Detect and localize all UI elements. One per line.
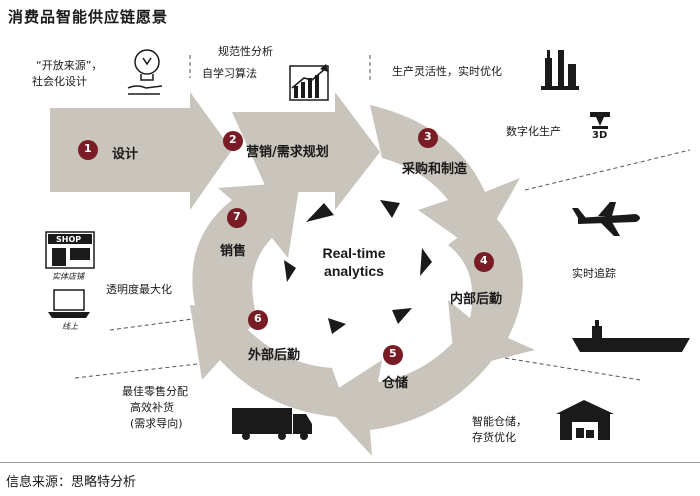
center-line-2: analytics xyxy=(324,263,384,279)
dashed-separators xyxy=(74,55,691,381)
badge-7-number: 7 xyxy=(233,210,241,223)
center-label: Real-time analytics xyxy=(290,244,418,280)
annotation-ml: 自学习算法 xyxy=(202,67,257,80)
annotation-digital: 数字化生产 xyxy=(506,125,561,138)
center-line-1: Real-time xyxy=(322,245,386,261)
ring-triangle xyxy=(392,308,412,324)
badge-3-number: 3 xyxy=(424,130,432,143)
warehouse-icon xyxy=(556,400,614,440)
ring-triangle xyxy=(306,203,334,222)
truck-icon xyxy=(232,408,312,440)
separator-left-lower xyxy=(74,361,216,379)
annotation-transparency: 透明度最大化 xyxy=(106,283,172,296)
badge-1-number: 1 xyxy=(84,142,92,155)
page-title: 消费品智能供应链愿景 xyxy=(8,8,169,26)
annotation-retail-3: (需求导向) xyxy=(130,417,183,430)
badge-4-number: 4 xyxy=(480,254,488,267)
badge-7 xyxy=(227,208,247,228)
badge-1 xyxy=(78,140,98,160)
step-3-label: 采购和制造 xyxy=(402,162,468,177)
badge-5-number: 5 xyxy=(389,347,397,360)
annotation-retail-2: 高效补货 xyxy=(130,401,174,414)
arrow-2 xyxy=(232,92,380,210)
annotation-normative: 规范性分析 xyxy=(218,45,273,58)
ring-triangle xyxy=(284,260,296,282)
lightbulb-hand-icon xyxy=(127,49,163,95)
online-caption: 线上 xyxy=(62,322,78,331)
arrow-4 xyxy=(448,212,535,370)
ring-triangle xyxy=(380,200,400,218)
annotation-retail-1: 最佳零售分配 xyxy=(122,385,188,398)
badge-2-number: 2 xyxy=(229,133,237,146)
3d-printer-icon xyxy=(590,112,610,129)
rising-chart-icon xyxy=(289,64,329,101)
ring-triangle xyxy=(328,318,346,334)
shop-icon xyxy=(45,231,95,269)
laptop-icon xyxy=(48,289,90,318)
step-7-label: 销售 xyxy=(220,244,247,259)
separator-left xyxy=(109,317,201,331)
airplane-icon xyxy=(572,202,640,236)
ring-triangle xyxy=(420,248,432,276)
inner-ring-triangles xyxy=(284,200,432,334)
step-5-label: 仓储 xyxy=(382,376,409,391)
step-2-label: 营销/需求规划 xyxy=(246,145,329,160)
step-1-label: 设计 xyxy=(112,147,139,162)
step-badges xyxy=(78,128,494,365)
badge-5 xyxy=(383,345,403,365)
annotation-warehouse-2: 存货优化 xyxy=(472,431,516,444)
badge-3 xyxy=(418,128,438,148)
step-4-label: 内部后勤 xyxy=(450,292,503,307)
factory-icon xyxy=(541,50,579,90)
shop-caption: 实体店铺 xyxy=(52,272,84,281)
footer-divider xyxy=(0,462,700,463)
cargo-ship-icon xyxy=(572,320,690,352)
arrow-6 xyxy=(190,305,350,418)
annotation-tracking: 实时追踪 xyxy=(572,267,616,280)
badge-6 xyxy=(248,310,268,330)
arrow-3 xyxy=(370,105,520,252)
printer-3d-text: 3D xyxy=(592,130,608,141)
badge-6-number: 6 xyxy=(254,312,262,325)
annotation-social-design: 社会化设计 xyxy=(32,75,87,88)
arrow-7 xyxy=(192,182,300,325)
separator-right-upper xyxy=(524,149,691,191)
badge-2 xyxy=(223,131,243,151)
separator-right-lower xyxy=(504,357,641,381)
arrow-5 xyxy=(320,335,500,456)
badge-4 xyxy=(474,252,494,272)
annotation-warehouse-1: 智能仓储， xyxy=(472,415,527,428)
annotation-open-source: “开放来源”， xyxy=(36,59,103,72)
source-note: 信息来源：思略特分析 xyxy=(6,475,137,490)
step-6-label: 外部后勤 xyxy=(248,348,301,363)
arrow-1 xyxy=(50,92,232,210)
process-arrows xyxy=(50,92,535,456)
shop-sign-text: SHOP xyxy=(56,235,82,244)
annotation-production: 生产灵活性，实时优化 xyxy=(392,65,502,78)
